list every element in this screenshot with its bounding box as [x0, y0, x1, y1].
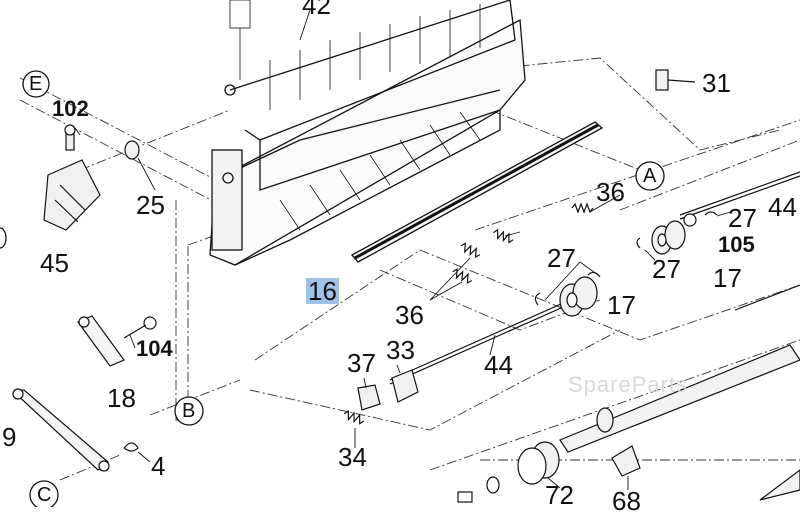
marker-circle-a — [635, 161, 665, 191]
roller-17-upper — [636, 211, 718, 255]
part-number-27-upper: 27 — [728, 203, 757, 233]
part-number-25: 25 — [136, 190, 165, 220]
frame-assembly — [209, 0, 526, 266]
clip-31 — [655, 69, 696, 91]
part-number-36-upper: 36 — [596, 177, 625, 207]
circle-label-e: E — [29, 73, 43, 95]
part-number-9: 9 — [2, 422, 17, 452]
circle-markers — [0, 70, 665, 507]
shaft-16 — [350, 121, 604, 263]
part-number-17-upper: 17 — [713, 263, 742, 293]
part-number-68: 68 — [612, 486, 641, 516]
bracket-33-37 — [357, 369, 419, 411]
part-number-16-highlighted[interactable]: 16 — [306, 276, 339, 306]
roller-shaft-lower — [457, 284, 800, 503]
springs-36 — [343, 202, 594, 425]
part-number-37: 37 — [347, 348, 376, 378]
roller-17-lower — [389, 271, 601, 385]
part-number-36-lower: 36 — [395, 300, 424, 330]
part-number-27-middle: 27 — [652, 254, 681, 284]
part-number-102: 102 — [52, 96, 89, 121]
marker-circle-e — [22, 70, 50, 98]
circle-label-c: C — [37, 484, 52, 506]
marker-circle-b — [174, 396, 204, 426]
circle-label-a: A — [643, 165, 657, 187]
part-number-18: 18 — [107, 383, 136, 413]
part-number-104: 104 — [136, 336, 173, 361]
lever-18-link-9 — [12, 315, 157, 472]
shaft-44-upper — [679, 171, 800, 220]
part-number-44-upper: 44 — [768, 192, 797, 222]
part-number-72: 72 — [545, 480, 574, 510]
part-number-44-lower: 44 — [484, 350, 513, 380]
leader-lines — [74, 9, 731, 490]
part-number-17-lower: 17 — [607, 290, 636, 320]
part-number-34: 34 — [338, 442, 367, 472]
watermark-text: SpareParts — [568, 372, 689, 397]
part-number-33: 33 — [386, 335, 415, 365]
part-number-27-lower: 27 — [547, 243, 576, 273]
circle-label-b: B — [182, 400, 196, 422]
part-number-45: 45 — [40, 248, 69, 278]
part-number-31: 31 — [702, 68, 731, 98]
marker-circle-c — [29, 480, 59, 507]
gear-45-cluster — [43, 124, 140, 231]
part-number-4: 4 — [151, 451, 166, 481]
part-number-105: 105 — [718, 232, 755, 257]
part-number-42: 42 — [302, 0, 331, 20]
